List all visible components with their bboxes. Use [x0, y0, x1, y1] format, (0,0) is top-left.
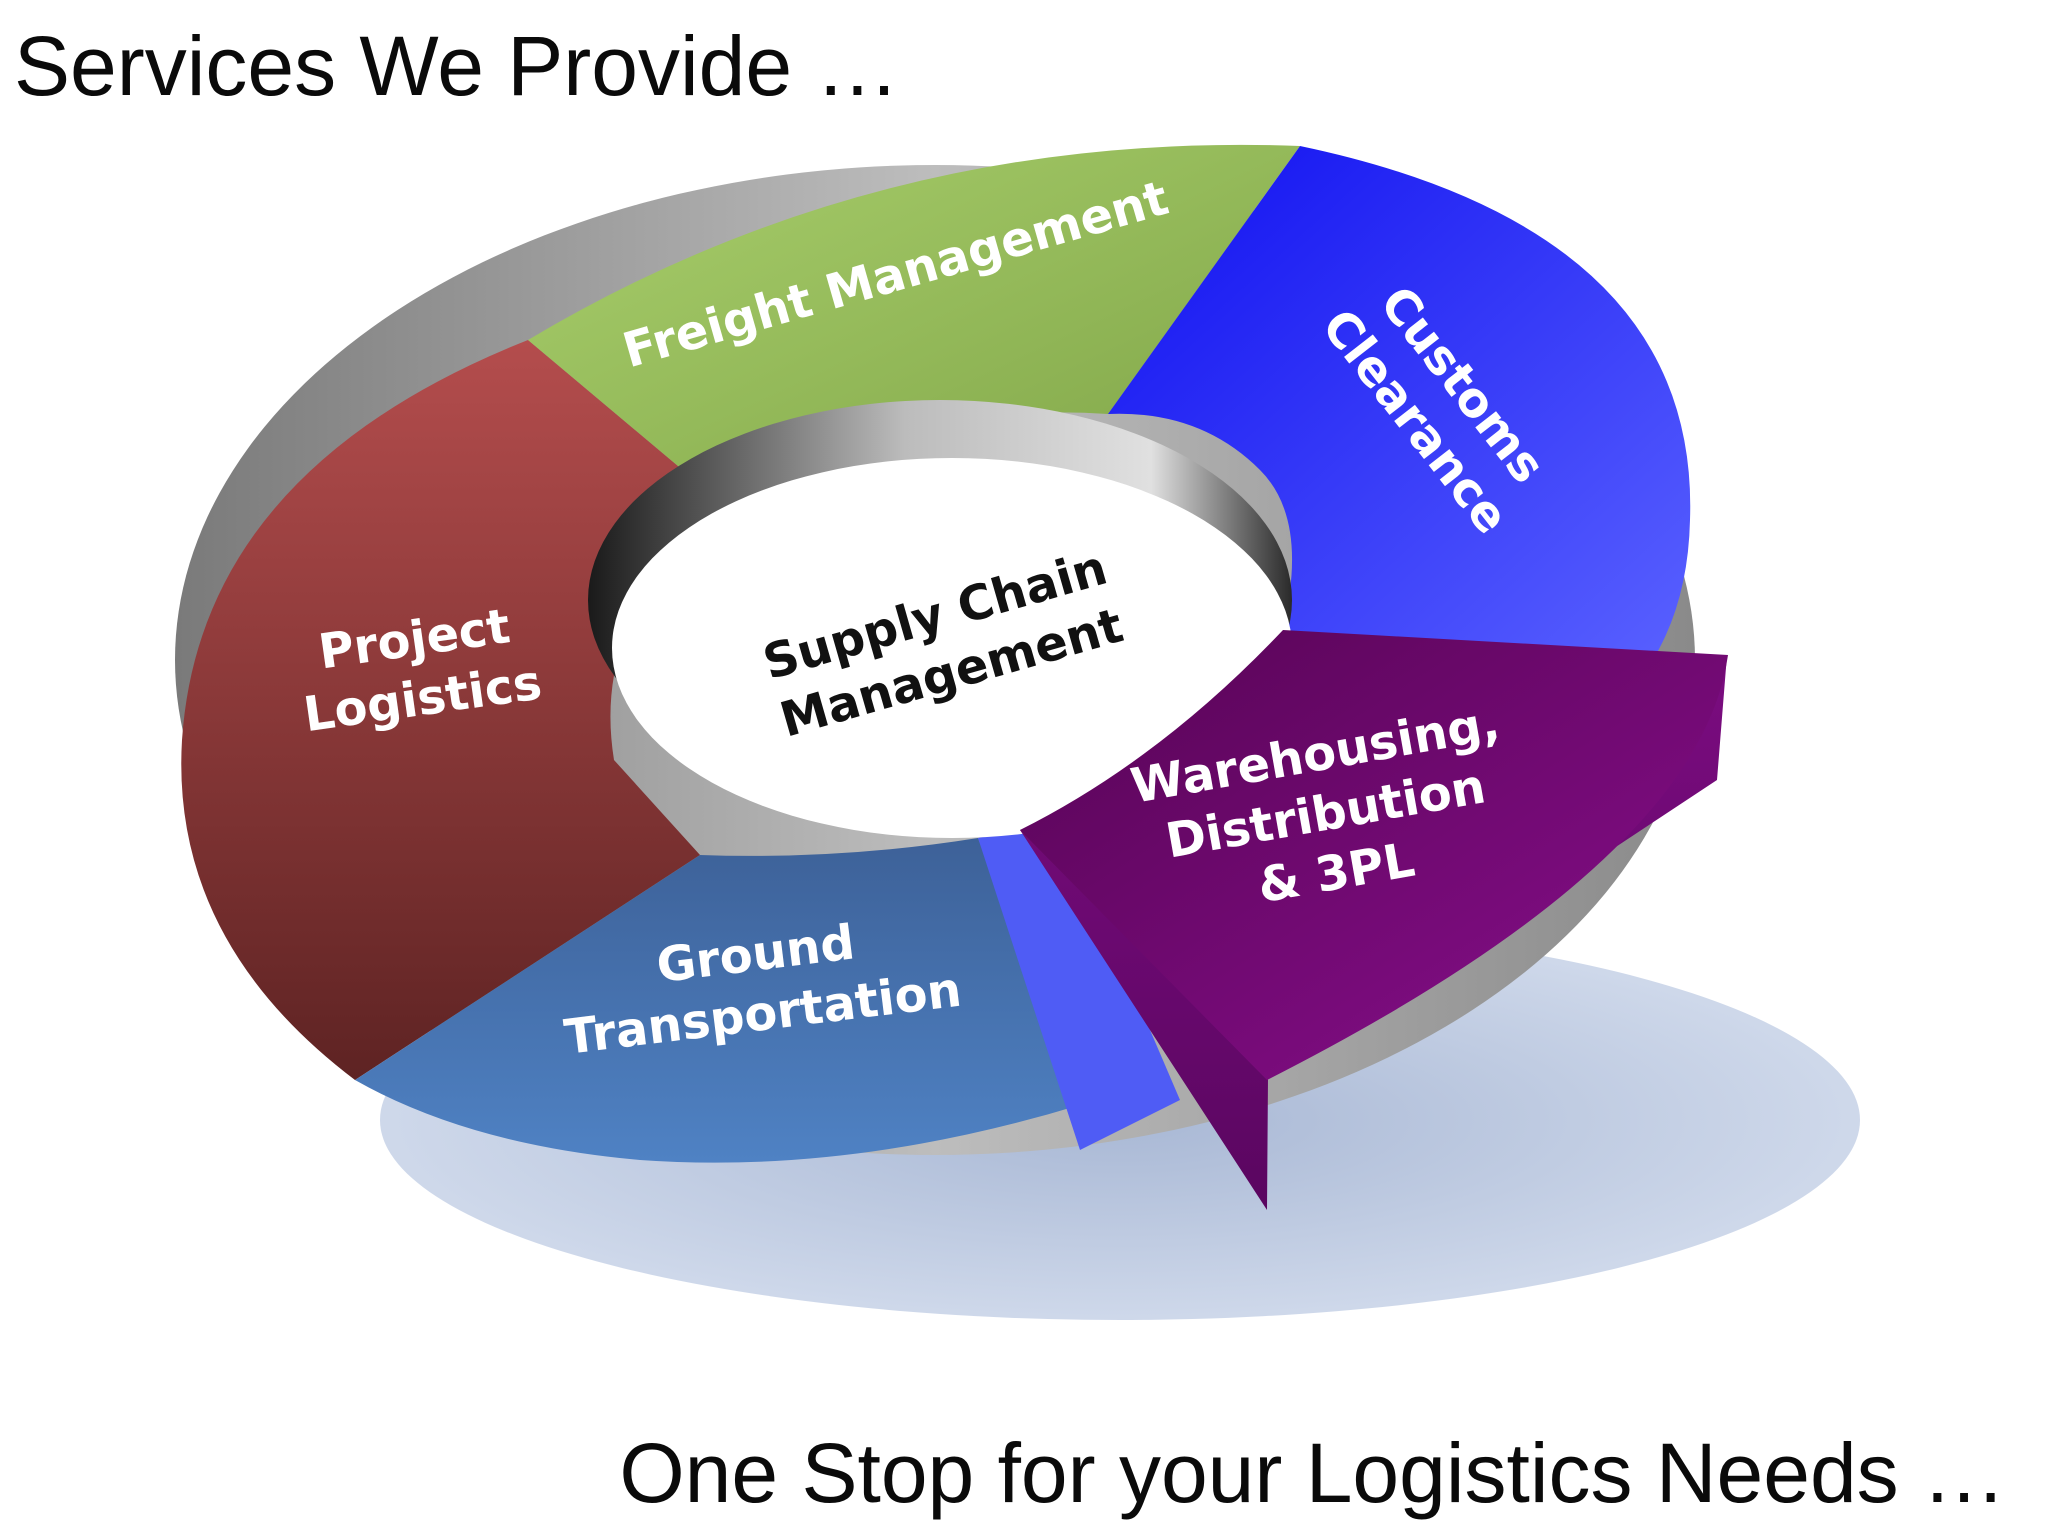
- slide-footer-tagline: One Stop for your Logistics Needs …: [619, 1426, 2006, 1520]
- segment-freight-management: [528, 144, 1300, 509]
- segment-customs-clearance: [1108, 146, 1691, 672]
- segment-ground-gap: [978, 820, 1180, 1150]
- center-hole: [612, 458, 1292, 838]
- segment-ground-transportation: [355, 838, 1080, 1163]
- segment-project-logistics: [181, 340, 728, 1080]
- segment-warehousing: [1020, 630, 1728, 1080]
- slide-title: Services We Provide …: [14, 19, 900, 113]
